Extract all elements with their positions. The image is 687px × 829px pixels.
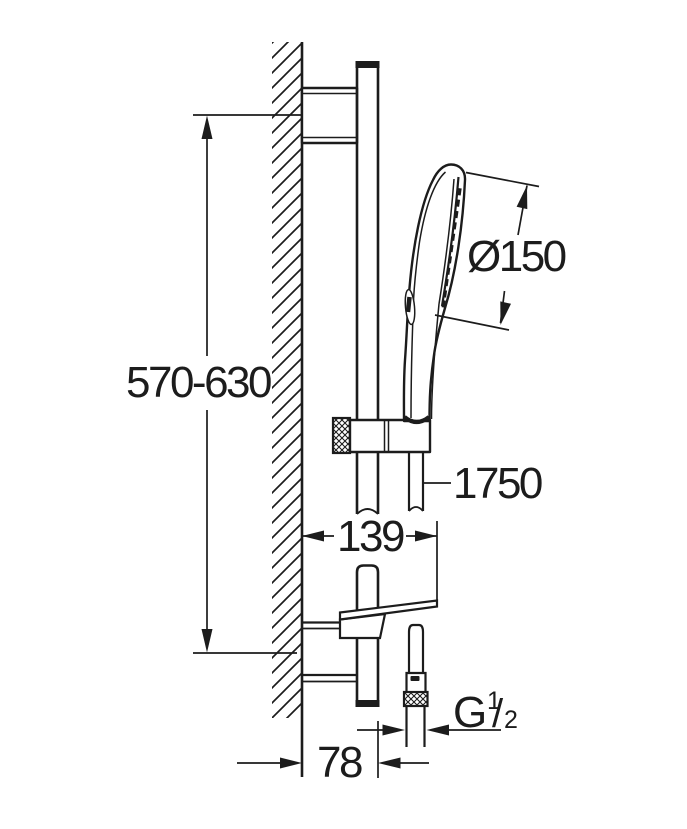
- label-thread-slash: /: [492, 692, 504, 736]
- dim-wall-distance: 78: [237, 721, 429, 787]
- label-head-diameter: Ø150: [467, 232, 566, 281]
- slider-holder: [331, 416, 432, 455]
- wall: [272, 42, 304, 777]
- label-wall-distance: 78: [317, 738, 362, 787]
- label-thread-numerator: 1: [487, 687, 501, 715]
- handle-button-mark: [405, 296, 412, 313]
- dim-thread-size: G 1 / 2: [357, 687, 518, 737]
- hose-lower-segment: [407, 623, 425, 673]
- hose-break-upper: [408, 506, 424, 512]
- arrow-right-to-wall: [280, 757, 302, 769]
- rail-break-upper: [356, 508, 379, 515]
- dim-head-diameter: Ø150: [434, 171, 568, 331]
- arrow-right-to-hose: [382, 724, 405, 736]
- label-dish-projection: 139: [337, 512, 404, 561]
- top-mounting-bracket: [300, 86, 359, 145]
- soap-dish: [338, 599, 439, 640]
- handle-end-cap: [403, 415, 431, 425]
- arrow-left: [302, 530, 324, 542]
- hose-tail: [405, 706, 426, 747]
- handle-edge-inner: [430, 303, 440, 420]
- rail-bottom-cap: [355, 700, 380, 707]
- shower-hose: [402, 452, 429, 747]
- hose-connector-mark: [410, 676, 420, 681]
- arrow-up-slanted: [516, 185, 528, 210]
- hose-knurled-nut: [402, 690, 429, 708]
- arrow-left-to-rail: [378, 757, 401, 769]
- wall-hatching: [272, 42, 302, 718]
- arrow-down-slanted: [500, 301, 511, 325]
- head-inner-contour: [412, 171, 447, 301]
- bottom-mounting-bracket: [302, 621, 357, 683]
- dim-rail-height: 570-630: [126, 114, 302, 654]
- rail-top-cap: [355, 61, 380, 68]
- label-thread-denominator: 2: [504, 706, 518, 734]
- spray-nozzles: [441, 188, 462, 308]
- soap-dish-rim: [338, 599, 439, 621]
- label-rail-height: 570-630: [126, 358, 271, 407]
- dim-dish-projection: 139: [302, 512, 438, 601]
- holder-body: [348, 418, 432, 454]
- spray-face-line-2: [438, 178, 455, 305]
- dim-hose-length: 1750: [423, 459, 544, 508]
- arrow-right: [415, 530, 437, 542]
- hand-shower: [402, 163, 467, 425]
- knurled-knob: [331, 416, 352, 455]
- hose-connector: [405, 671, 427, 692]
- label-thread-G: G: [453, 688, 485, 737]
- label-hose-length: 1750: [453, 459, 542, 508]
- arrow-down: [201, 629, 213, 653]
- arrow-left-to-hose: [426, 724, 449, 736]
- arrow-up: [201, 115, 213, 139]
